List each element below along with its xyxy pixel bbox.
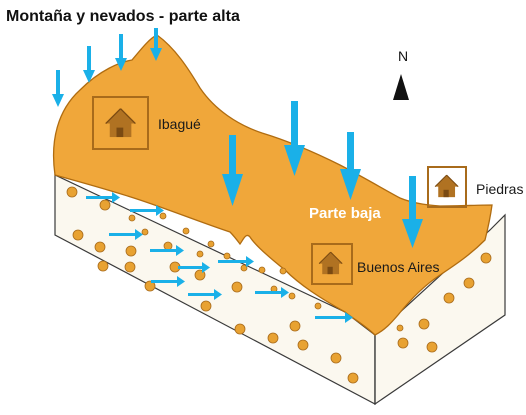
north-label: N <box>397 48 409 64</box>
rain-arrow-icon <box>402 176 423 248</box>
soil-pebbles <box>66 186 492 384</box>
north-arrow-icon <box>393 74 409 100</box>
flow-arrow-icon <box>315 312 353 323</box>
rain-arrow-icon <box>284 101 305 176</box>
flow-arrow-icon <box>218 256 254 267</box>
groundwater-flow-arrows <box>86 192 353 323</box>
rain-arrow-icon <box>52 70 64 107</box>
flow-arrow-icon <box>150 245 184 256</box>
rain-arrow-icon <box>340 132 361 200</box>
flow-arrow-icon <box>151 276 185 287</box>
house-buenos-aires <box>311 243 353 285</box>
flow-arrow-icon <box>86 192 120 203</box>
label-ibague: Ibagué <box>158 116 201 132</box>
diagram-title: Montaña y nevados - parte alta <box>6 8 240 25</box>
flow-arrow-icon <box>255 287 289 298</box>
terrain-surface <box>52 34 493 336</box>
house-ibague <box>92 96 149 150</box>
rain-arrow-icon <box>150 28 162 61</box>
label-parte-baja: Parte baja <box>309 205 381 222</box>
rain-arrow-icon <box>222 135 243 206</box>
house-icon <box>434 174 459 198</box>
flow-arrow-icon <box>109 229 143 240</box>
label-buenos-aires: Buenos Aires <box>357 259 440 275</box>
flow-arrow-icon <box>188 289 222 300</box>
flow-arrow-icon <box>178 262 210 273</box>
rain-arrows <box>52 28 423 248</box>
flow-arrow-icon <box>130 205 164 216</box>
rain-arrow-icon <box>83 46 95 83</box>
label-piedras: Piedras <box>476 181 524 197</box>
house-piedras <box>427 166 467 208</box>
rain-arrow-icon <box>115 34 127 71</box>
